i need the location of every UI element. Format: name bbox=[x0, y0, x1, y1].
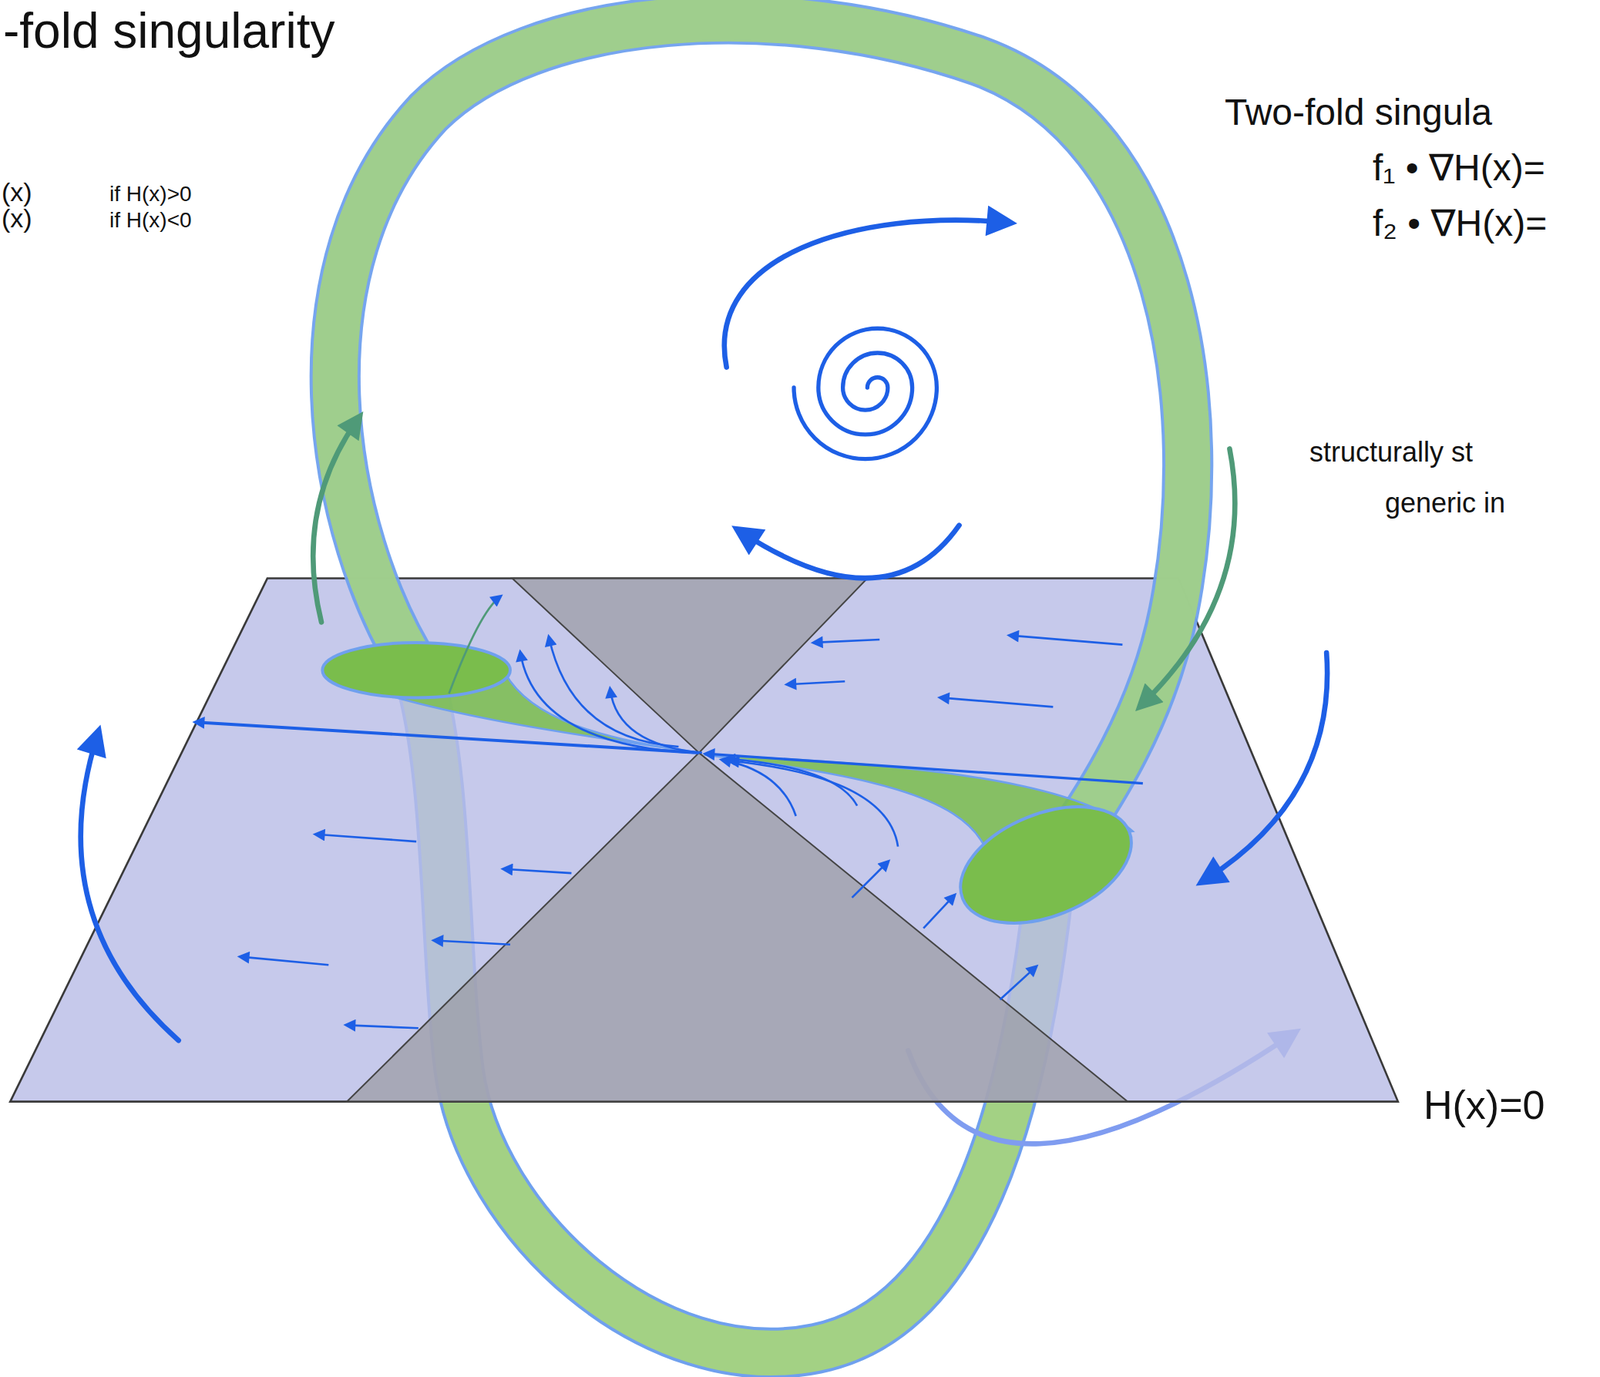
flow-arrow bbox=[80, 736, 179, 1041]
flow-arrow bbox=[1142, 448, 1235, 704]
flow-arrows bbox=[80, 220, 1328, 1041]
flow-vector bbox=[1010, 635, 1123, 646]
flow-arrow bbox=[312, 420, 357, 622]
flow-arrow bbox=[724, 220, 1006, 368]
flow-vector bbox=[346, 1025, 419, 1029]
flow-vector bbox=[315, 834, 417, 842]
title: -fold singularity bbox=[3, 3, 335, 61]
spiral bbox=[793, 328, 937, 459]
annotation: (x) bbox=[1, 203, 33, 234]
trajectory bbox=[195, 722, 700, 753]
condition-formula: f₂ • ∇H(x)= bbox=[1372, 201, 1547, 245]
annotation: (x) bbox=[1, 177, 33, 208]
flow-vector bbox=[434, 940, 511, 945]
annotation: if H(x)>0 bbox=[109, 181, 192, 207]
flow-vector bbox=[852, 862, 888, 898]
trajectory bbox=[520, 652, 694, 753]
annotation: if H(x)<0 bbox=[109, 208, 192, 233]
flow-vector bbox=[787, 681, 845, 685]
annotation: generic in bbox=[1384, 487, 1506, 519]
condition-formula: f₁ • ∇H(x)= bbox=[1372, 146, 1546, 189]
flow-arrow bbox=[742, 525, 960, 579]
plane-label: H(x)=0 bbox=[1423, 1082, 1545, 1130]
flow-arrow bbox=[1206, 652, 1328, 880]
band-section bbox=[322, 642, 511, 698]
trajectory bbox=[548, 637, 679, 747]
flow-field bbox=[240, 635, 1123, 1029]
band-section bbox=[943, 783, 1149, 946]
flow-vector bbox=[814, 639, 881, 643]
trajectory bbox=[726, 759, 858, 807]
flow-vector bbox=[240, 957, 329, 966]
switching-plane bbox=[10, 578, 1399, 1103]
trajectory bbox=[705, 753, 1143, 784]
flow-vector bbox=[941, 697, 1054, 707]
trajectory bbox=[449, 596, 501, 694]
annotation: Two-fold singula bbox=[1224, 90, 1493, 134]
flow-vector bbox=[923, 895, 955, 928]
flow-vector bbox=[504, 869, 572, 874]
flow-vector bbox=[1000, 967, 1036, 1000]
annotation: structurally st bbox=[1309, 436, 1473, 468]
